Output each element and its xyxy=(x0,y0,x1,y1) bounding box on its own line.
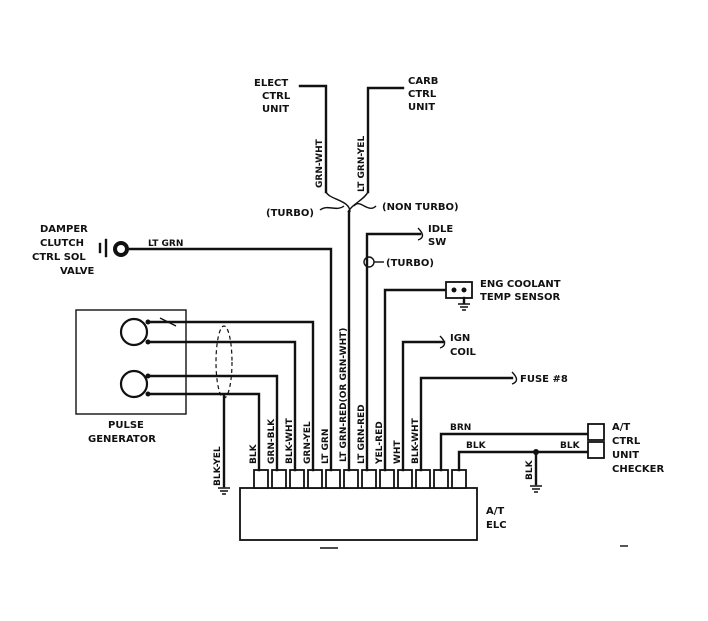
at-checker-label-2: CTRL xyxy=(612,436,641,447)
connector-pin xyxy=(433,469,449,489)
solenoid-valve-icon xyxy=(98,238,129,258)
fuse-label: FUSE #8 xyxy=(520,374,568,385)
yel-red-wire xyxy=(383,288,448,472)
checker-pin xyxy=(587,441,605,459)
wire-label-grn-blk: GRN-BLK xyxy=(267,418,277,464)
wire-label-lt-grn-yel: LT GRN-YEL xyxy=(357,136,367,192)
wire-label-lt-grn-red: LT GRN-RED xyxy=(357,404,367,464)
ign-coil-label-1: IGN xyxy=(450,333,470,344)
connector-pin xyxy=(397,469,413,489)
damper-clutch-label-2: CLUTCH xyxy=(40,238,84,249)
at-checker-label-1: A/T xyxy=(612,422,630,433)
wire-label-wht: WHT xyxy=(393,440,403,464)
turbo-label-mid: (TURBO) xyxy=(386,258,434,269)
ground-icon xyxy=(530,485,542,493)
at-checker-label-4: CHECKER xyxy=(612,464,664,475)
blk-checker-wire xyxy=(457,450,590,472)
connector-pin xyxy=(379,469,395,489)
shield-ellipse xyxy=(215,325,233,399)
connector-pin xyxy=(343,469,359,489)
connector-pin xyxy=(415,469,431,489)
non-turbo-jumper xyxy=(353,203,377,209)
eng-coolant-label-2: TEMP SENSOR xyxy=(480,292,561,303)
damper-clutch-label-1: DAMPER xyxy=(40,224,88,235)
wire-label-blk: BLK xyxy=(249,443,259,464)
fuse-terminal-icon xyxy=(511,371,518,385)
wire-label-brn: BRN xyxy=(450,423,471,433)
ign-coil-terminal-icon xyxy=(439,335,446,349)
pulse-coil-1-icon xyxy=(119,317,149,347)
wire-label-grn-wht: GRN-WHT xyxy=(315,138,325,188)
pulse-generator-label-2: GENERATOR xyxy=(88,434,156,445)
lt-grn-damper-wire xyxy=(128,247,333,472)
blk-wht-wire xyxy=(146,340,297,472)
shield-lead xyxy=(159,317,177,327)
connector-pin xyxy=(361,469,377,489)
blk-wire xyxy=(146,392,261,472)
wire-label-lt-grn-red-or: LT GRN-RED(OR GRN-WHT) xyxy=(339,328,349,462)
eng-coolant-label-1: ENG COOLANT xyxy=(480,279,561,290)
checker-pin xyxy=(587,423,605,441)
idle-sw-label-2: SW xyxy=(428,237,446,248)
pulse-generator-box xyxy=(75,309,187,415)
at-elc-label-line1: A/T xyxy=(486,506,504,517)
ign-coil-label-2: COIL xyxy=(450,347,477,358)
connector-pin xyxy=(307,469,323,489)
elect-ctrl-unit-wire xyxy=(298,84,328,194)
carb-ctrl-unit-label-2: CTRL xyxy=(408,89,437,100)
wire-label-lt-grn: LT GRN xyxy=(321,429,331,464)
carb-ctrl-unit-wire xyxy=(366,86,405,194)
damper-clutch-label-3: CTRL SOL xyxy=(32,252,86,263)
pulse-generator-label-1: PULSE xyxy=(108,420,144,431)
pulse-coil-2-icon xyxy=(119,369,149,399)
wire-label-blk-wht-2: BLK-WHT xyxy=(411,417,421,464)
turbo-crossover-wire xyxy=(325,191,351,213)
elect-ctrl-unit-label-1: ELECT xyxy=(254,78,288,89)
connector-pin xyxy=(451,469,467,489)
carb-ctrl-unit-label-3: UNIT xyxy=(408,102,435,113)
at-elc-connector xyxy=(253,469,467,489)
damper-clutch-label-4: VALVE xyxy=(60,266,95,277)
at-elc-box xyxy=(239,487,478,541)
wire-label-yel-red: YEL-RED xyxy=(375,421,385,465)
idle-sw-label-1: IDLE xyxy=(428,224,453,235)
wht-wire xyxy=(401,340,446,472)
wire-label-grn-yel: GRN-YEL xyxy=(303,421,313,464)
wire-label-blk-checker: BLK xyxy=(466,441,487,451)
sensor-pin-dot xyxy=(451,287,457,293)
carb-ctrl-unit-label-1: CARB xyxy=(408,76,438,87)
wire-label-lt-grn-damper: LT GRN xyxy=(148,239,183,249)
connector-pin xyxy=(289,469,305,489)
non-turbo-crossover-wire xyxy=(347,191,369,213)
wire-label-blk-ground: BLK xyxy=(525,459,535,480)
at-elc-label-line2: ELC xyxy=(486,520,507,531)
turbo-splice-icon xyxy=(363,256,375,268)
connector-pin xyxy=(271,469,287,489)
elect-ctrl-unit-label-2: CTRL xyxy=(262,91,291,102)
wire-label-blk-checker-2: BLK xyxy=(560,441,581,451)
coolant-sensor-body xyxy=(445,281,473,299)
idle-sw-terminal-icon xyxy=(417,227,424,241)
blk-wht-fuse-wire xyxy=(419,376,514,472)
wire-label-blk-yel: BLK-YEL xyxy=(213,446,223,486)
turbo-jumper xyxy=(319,205,345,211)
grn-yel-wire xyxy=(146,320,315,472)
connector-pin xyxy=(325,469,341,489)
sensor-pin-dot xyxy=(461,287,467,293)
wire-label-blk-wht-1: BLK-WHT xyxy=(285,417,295,464)
ground-icon xyxy=(458,296,470,311)
connector-pin xyxy=(253,469,269,489)
at-checker-label-3: UNIT xyxy=(612,450,639,461)
grn-blk-wire xyxy=(146,374,279,472)
ground-icon xyxy=(218,487,230,495)
turbo-label-left: (TURBO) xyxy=(266,208,314,219)
idle-sw-wire xyxy=(365,232,422,472)
brn-wire xyxy=(439,432,590,472)
elect-ctrl-unit-label-3: UNIT xyxy=(262,104,289,115)
non-turbo-label: (NON TURBO) xyxy=(382,202,459,213)
